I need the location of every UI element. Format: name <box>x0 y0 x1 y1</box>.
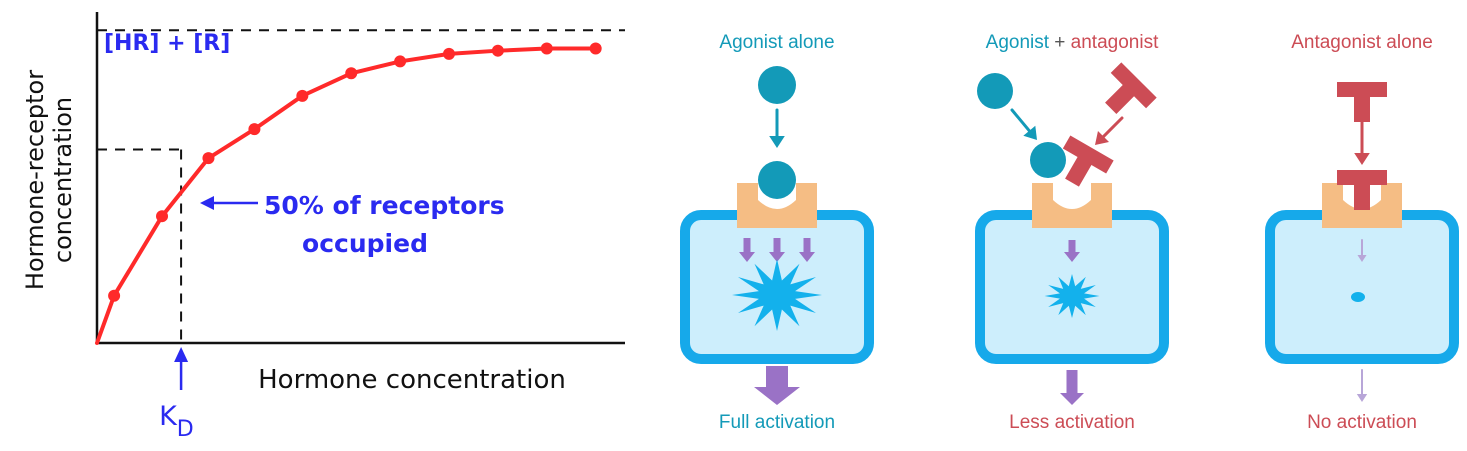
cell <box>1265 210 1459 364</box>
panel-title: Agonist + antagonist <box>986 32 1159 53</box>
antagonist-approach-arrow-shaft <box>1101 116 1124 139</box>
curve-data-point <box>108 289 121 302</box>
half-label-line-1: 50% of receptors <box>264 191 505 220</box>
curve-data-point <box>345 67 358 80</box>
panel-title-part: + <box>1049 32 1071 53</box>
curve-data-point <box>443 47 455 60</box>
antagonist-molecule <box>1337 82 1387 122</box>
panel-antagonist-alone: Antagonist alone No activation <box>1265 32 1459 433</box>
curve-data-point <box>202 152 215 165</box>
curve-data-point <box>540 42 553 55</box>
bound-agonist <box>758 161 796 199</box>
curve-data-point <box>394 55 407 68</box>
curve-data-point <box>156 210 169 223</box>
y-axis-label-line-1: Hormone-receptor <box>21 70 49 290</box>
signal-arrow <box>739 238 755 262</box>
antagonist-shape <box>1337 82 1387 122</box>
half-arrow-head <box>200 196 214 210</box>
curve-data-point <box>248 123 261 136</box>
agonist-approach-arrow-head <box>1023 125 1037 140</box>
agonist-approach-arrow-shaft <box>1010 108 1031 133</box>
kd-arrow-head <box>174 347 189 362</box>
panel-title-part: Agonist alone <box>719 32 834 53</box>
antagonist-shape <box>1062 135 1114 187</box>
panel-footer-label: Full activation <box>719 412 835 433</box>
agonist-molecule <box>758 66 796 104</box>
panel-title-part: Antagonist alone <box>1291 32 1433 53</box>
antagonist-approach-arrow-head <box>1095 130 1110 145</box>
partially-bound-agonist <box>1030 142 1066 178</box>
antagonist-shape <box>1337 170 1387 210</box>
antagonist-shape <box>1105 62 1157 114</box>
half-label-line-2: occupied <box>302 229 428 258</box>
output-arrow <box>754 366 800 405</box>
activation-burst <box>1044 274 1100 318</box>
curve-data-point <box>296 89 309 102</box>
plateau-label: [HR] + [R] <box>104 31 230 56</box>
binding-arrow-head <box>769 136 785 148</box>
agonist-molecule <box>977 73 1013 109</box>
signal-arrow-head <box>1357 255 1367 262</box>
signal-arrow <box>769 238 785 262</box>
activation-blob <box>1351 292 1365 302</box>
receptor <box>737 183 817 228</box>
output-arrow <box>1060 370 1084 405</box>
curve-data-point <box>589 42 602 55</box>
panel-footer-label: No activation <box>1307 412 1417 433</box>
y-axis-label-line-2: concentration <box>49 97 77 263</box>
binding-curve-line <box>95 46 598 345</box>
receptor <box>1322 183 1402 228</box>
curve-data-point <box>491 44 504 57</box>
kd-label: KD <box>159 401 194 442</box>
signal-arrow <box>799 238 815 262</box>
kd-label-subscript: D <box>177 417 194 442</box>
receptor <box>1032 183 1112 228</box>
x-axis-label: Hormone concentration <box>258 365 566 395</box>
activation-burst <box>732 259 822 331</box>
bound-antagonist <box>1337 170 1387 210</box>
antagonist-molecule <box>1105 62 1157 114</box>
signal-arrow <box>1064 240 1080 262</box>
panel-footer-label: Less activation <box>1009 412 1135 433</box>
binding-arrow-head <box>1354 153 1370 165</box>
competing-antagonist <box>1062 135 1114 187</box>
panel-title: Agonist alone <box>719 32 834 53</box>
panel-title: Antagonist alone <box>1291 32 1433 53</box>
output-arrow-head <box>1356 394 1368 402</box>
panel-title-part: Agonist <box>986 32 1050 53</box>
kd-label-main: K <box>159 401 178 432</box>
panel-title-part: antagonist <box>1071 32 1159 53</box>
